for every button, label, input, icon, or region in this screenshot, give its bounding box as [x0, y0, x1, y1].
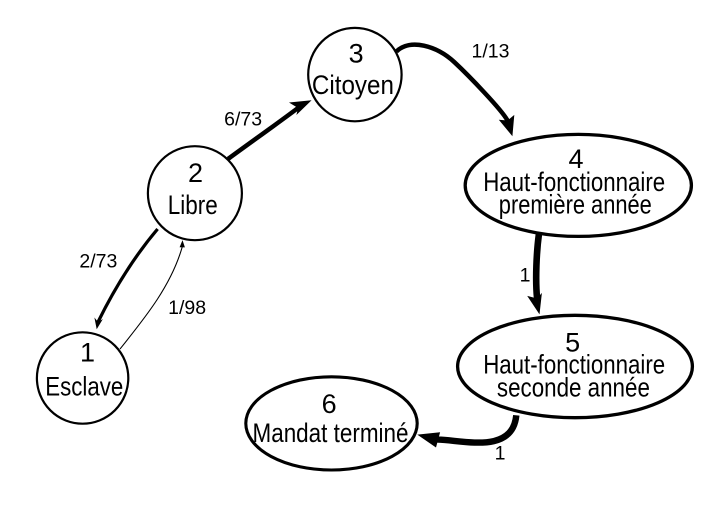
svg-text:3: 3 [349, 39, 364, 69]
svg-text:Esclave: Esclave [45, 372, 123, 402]
svg-text:première année: première année [499, 190, 652, 220]
svg-text:2/73: 2/73 [79, 251, 117, 273]
svg-text:1: 1 [80, 338, 95, 368]
svg-text:5: 5 [565, 328, 580, 358]
svg-text:Haut-fonctionnaire: Haut-fonctionnaire [483, 350, 665, 380]
svg-text:Libre: Libre [168, 190, 218, 220]
svg-text:1: 1 [495, 442, 506, 464]
svg-text:6/73: 6/73 [224, 109, 262, 131]
svg-text:6: 6 [322, 389, 337, 419]
svg-text:2: 2 [188, 158, 203, 188]
svg-text:Mandat terminé: Mandat terminé [253, 418, 409, 448]
svg-text:seconde année: seconde année [497, 372, 650, 402]
svg-text:1: 1 [520, 264, 531, 286]
svg-text:1/98: 1/98 [168, 297, 206, 319]
svg-text:Citoyen: Citoyen [312, 70, 394, 100]
svg-text:Haut-fonctionnaire: Haut-fonctionnaire [483, 167, 665, 197]
svg-text:1/13: 1/13 [472, 40, 510, 62]
svg-text:4: 4 [568, 144, 583, 174]
